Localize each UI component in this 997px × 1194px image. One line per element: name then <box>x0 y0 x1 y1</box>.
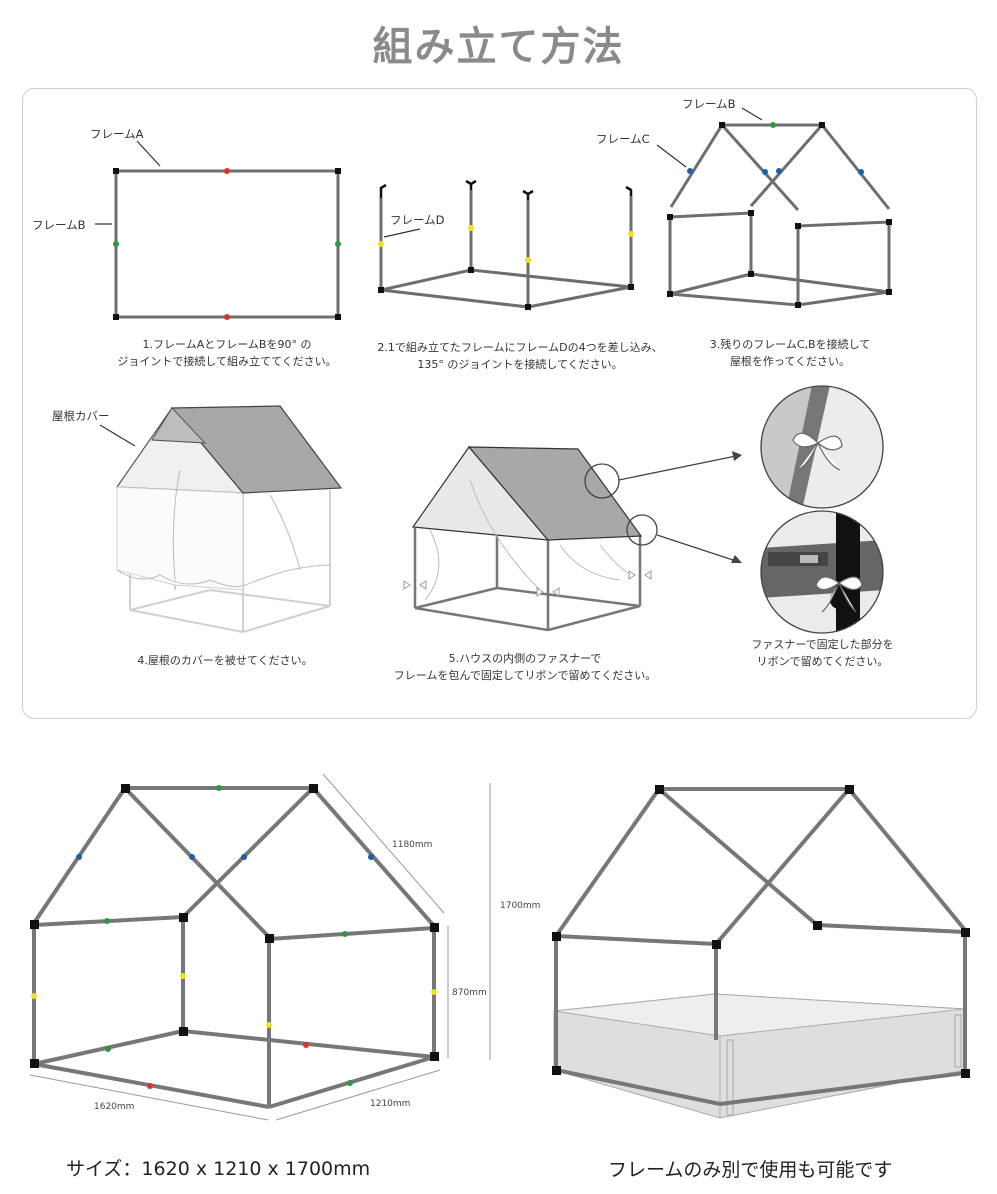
step1-caption: 1.フレームAとフレームBを90° の ジョイントで接続して組み立ててください。 <box>100 336 354 370</box>
step2-caption-line1: 2.1で組み立てたフレームにフレームDの4つを差し込み、 <box>377 341 663 354</box>
step4-label-roof-cover: 屋根カバー <box>52 409 110 423</box>
frame-only-caption: フレームのみ別で使用も可能です <box>608 1159 893 1181</box>
step3-caption-line2: 屋根を作ってください。 <box>729 355 851 368</box>
step2-label-frame-d: フレームD <box>390 213 445 227</box>
step5-caption-line2: フレームを包んで固定してリボンで留めてください。 <box>393 669 657 682</box>
step3-caption: 3.残りのフレームC,Bを接続して 屋根を作ってください。 <box>680 336 900 370</box>
detail-caption-line1: ファスナーで固定した部分を <box>751 638 894 651</box>
step3-label-frame-c: フレームC <box>596 132 650 146</box>
detail-caption-line2: リボンで留めてください。 <box>756 655 889 668</box>
step3-caption-line1: 3.残りのフレームC,Bを接続して <box>709 338 871 351</box>
dim-height-wall: 870mm <box>452 988 487 998</box>
step5-caption: 5.ハウスの内側のファスナーで フレームを包んで固定してリボンで留めてください。 <box>370 650 680 684</box>
step1-label-frame-b: フレームB <box>32 218 86 232</box>
page-title: 組み立て方法 <box>372 24 625 70</box>
dim-depth: 1210mm <box>370 1099 411 1109</box>
step3-label-frame-b: フレームB <box>682 97 736 111</box>
step1-label-frame-a: フレームA <box>90 127 144 141</box>
detail-ribbon-roof <box>761 386 883 508</box>
detail-caption: ファスナーで固定した部分を リボンで留めてください。 <box>735 636 910 670</box>
step2-caption-line2: 135° のジョイントを接続してください。 <box>417 358 623 371</box>
dim-depth-top: 1180mm <box>392 840 433 850</box>
step4-caption: 4.屋根のカバーを被せてください。 <box>137 654 313 667</box>
size-caption: サイズ：1620 x 1210 x 1700mm <box>66 1158 371 1180</box>
dim-width: 1620mm <box>94 1102 135 1112</box>
step1-caption-line2: ジョイントで接続して組み立ててください。 <box>117 355 337 368</box>
detail-ribbon-zipper <box>761 511 883 633</box>
dim-height-total: 1700mm <box>500 901 541 911</box>
step1-caption-line1: 1.フレームAとフレームBを90° の <box>142 338 312 351</box>
step5-caption-line1: 5.ハウスの内側のファスナーで <box>448 652 602 665</box>
step2-caption: 2.1で組み立てたフレームにフレームDの4つを差し込み、 135° のジョイント… <box>370 339 670 373</box>
